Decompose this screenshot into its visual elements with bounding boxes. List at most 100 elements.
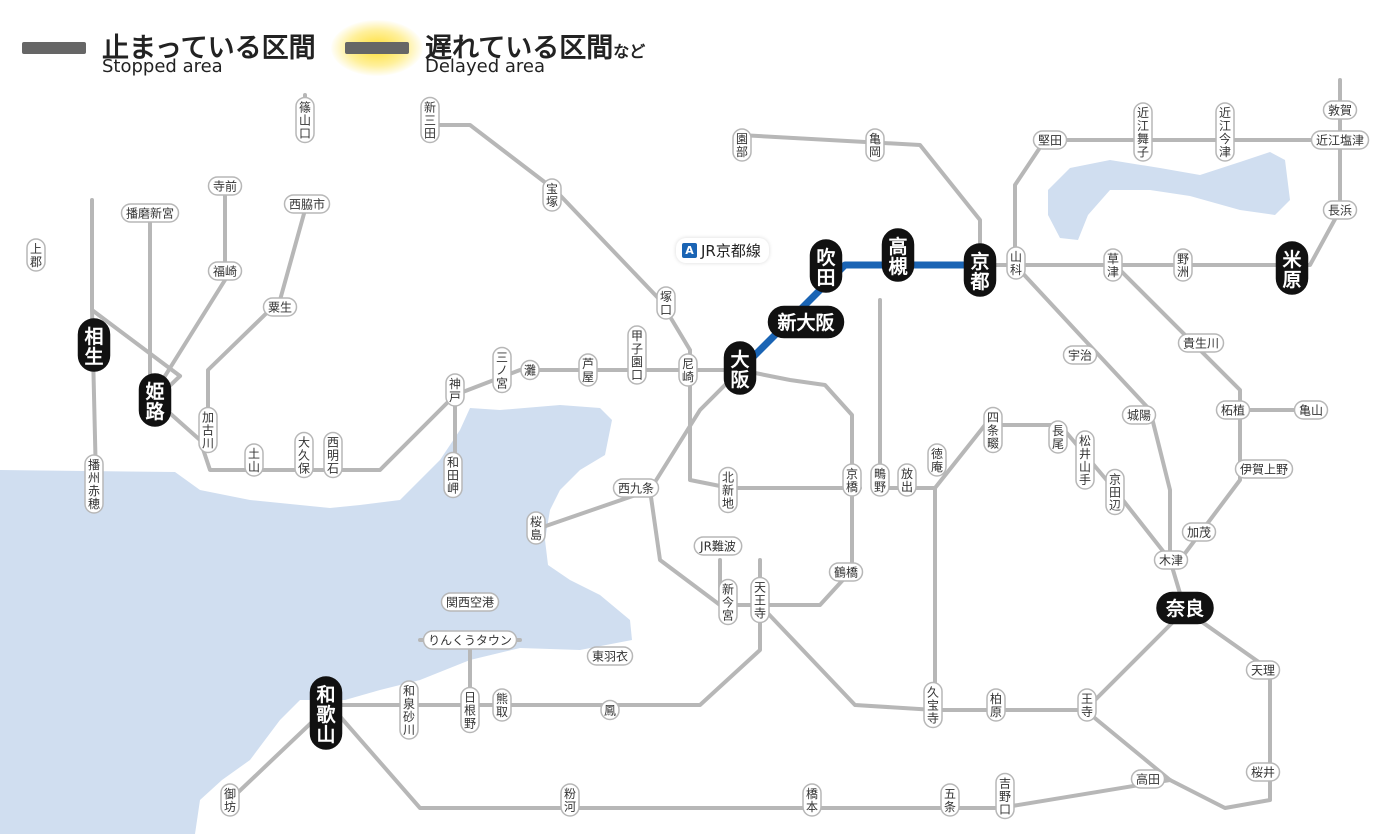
station-joyo[interactable]: 城陽 bbox=[1121, 405, 1157, 425]
station-sonobe[interactable]: 園部 bbox=[732, 128, 752, 162]
station-name: 加茂 bbox=[1187, 525, 1211, 539]
station-takatsuki[interactable]: 高槻 bbox=[881, 228, 915, 282]
station-koshienguchi[interactable]: 甲子園口 bbox=[627, 325, 647, 385]
station-box bbox=[520, 359, 540, 381]
station-otori[interactable]: 鳳 bbox=[600, 699, 620, 721]
station-fukusaki[interactable]: 福崎 bbox=[207, 261, 243, 281]
station-gojo[interactable]: 五条 bbox=[940, 783, 960, 817]
station-nara[interactable]: 奈良 bbox=[1156, 591, 1214, 625]
station-kumatori[interactable]: 熊取 bbox=[492, 688, 512, 722]
station-yoshinoguchi[interactable]: 吉野口 bbox=[995, 772, 1015, 820]
station-nishiwakishi[interactable]: 西脇市 bbox=[283, 194, 331, 214]
station-tsuruhashi[interactable]: 鶴橋 bbox=[828, 562, 864, 582]
station-kitashinchi[interactable]: 北新地 bbox=[718, 466, 738, 514]
station-kameyama[interactable]: 亀山 bbox=[1293, 400, 1329, 420]
station-shigaraki[interactable]: 貴生川 bbox=[1177, 333, 1225, 353]
station-shigino[interactable]: 鴫野 bbox=[870, 463, 890, 497]
station-tokuan[interactable]: 徳庵 bbox=[927, 443, 947, 477]
station-kamo[interactable]: 加茂 bbox=[1181, 522, 1217, 542]
station-shinimamiya[interactable]: 新今宮 bbox=[718, 578, 738, 626]
station-tsuchiyama[interactable]: 土山 bbox=[244, 443, 264, 477]
station-box bbox=[1062, 345, 1098, 365]
station-sakurajima[interactable]: 桜島 bbox=[526, 511, 546, 545]
station-kokawa[interactable]: 粉河 bbox=[560, 783, 580, 817]
station-sasayamaguchi[interactable]: 篠山口 bbox=[295, 96, 315, 144]
station-sakurai[interactable]: 桜井 bbox=[1245, 762, 1281, 782]
station-wadamisaki[interactable]: 和田岬 bbox=[443, 451, 463, 499]
station-nada[interactable]: 灘 bbox=[520, 359, 540, 381]
station-teramae[interactable]: 寺前 bbox=[207, 176, 243, 196]
station-takarazuka[interactable]: 宝塚 bbox=[542, 178, 562, 212]
station-izumisunagawa[interactable]: 和泉砂川 bbox=[399, 680, 419, 740]
station-omishiotsu[interactable]: 近江塩津 bbox=[1310, 130, 1370, 150]
station-kamigori[interactable]: 上郡 bbox=[26, 238, 46, 272]
station-rinkutown[interactable]: りんくうタウン bbox=[422, 630, 518, 650]
station-aioi[interactable]: 相生 bbox=[77, 318, 111, 372]
station-name: 久宝寺 bbox=[927, 686, 939, 726]
station-banshuako[interactable]: 播州赤穂 bbox=[84, 454, 104, 514]
station-himeji[interactable]: 姫路 bbox=[138, 373, 172, 427]
station-box bbox=[1173, 248, 1193, 282]
station-kusatsu[interactable]: 草津 bbox=[1103, 248, 1123, 282]
line-badge[interactable]: A JR京都線 bbox=[676, 238, 769, 263]
station-sannomiya[interactable]: 三ノ宮 bbox=[492, 346, 512, 394]
station-box bbox=[828, 562, 864, 582]
station-yamashina[interactable]: 山科 bbox=[1006, 246, 1026, 280]
station-okubo[interactable]: 大久保 bbox=[294, 431, 314, 479]
station-kyotanabe[interactable]: 京田辺 bbox=[1105, 468, 1125, 516]
station-nishiakashi[interactable]: 西明石 bbox=[323, 431, 343, 479]
station-tsuruga[interactable]: 敦賀 bbox=[1322, 100, 1358, 120]
station-harimashingu[interactable]: 播磨新宮 bbox=[120, 203, 180, 223]
station-nagahama[interactable]: 長浜 bbox=[1322, 200, 1358, 220]
station-omimaiko[interactable]: 近江舞子 bbox=[1133, 102, 1153, 162]
station-oji[interactable]: 王寺 bbox=[1077, 688, 1097, 722]
station-takada[interactable]: 高田 bbox=[1130, 769, 1166, 789]
station-kobe[interactable]: 神戸 bbox=[445, 373, 465, 407]
station-shinosaka[interactable]: 新大阪 bbox=[767, 305, 845, 339]
track-segment bbox=[228, 603, 762, 802]
station-maibara[interactable]: 米原 bbox=[1275, 241, 1309, 295]
station-osaka[interactable]: 大阪 bbox=[723, 341, 757, 395]
station-tenri[interactable]: 天理 bbox=[1245, 660, 1281, 680]
station-box bbox=[767, 305, 845, 339]
station-shinsanda[interactable]: 新三田 bbox=[420, 96, 440, 144]
station-igaueno[interactable]: 伊賀上野 bbox=[1234, 459, 1294, 479]
station-tsukaguchi[interactable]: 塚口 bbox=[656, 286, 676, 320]
station-suita[interactable]: 吹田 bbox=[809, 239, 843, 293]
station-tennoji[interactable]: 天王寺 bbox=[750, 576, 770, 624]
station-katata[interactable]: 堅田 bbox=[1032, 130, 1068, 150]
station-amagasaki[interactable]: 尼崎 bbox=[678, 353, 698, 387]
station-matsuiyamate[interactable]: 松井山手 bbox=[1075, 430, 1095, 490]
station-hashimoto[interactable]: 橋本 bbox=[802, 783, 822, 817]
station-name: 芦屋 bbox=[582, 357, 594, 384]
station-name: 桜井 bbox=[1251, 765, 1275, 779]
station-uji[interactable]: 宇治 bbox=[1062, 345, 1098, 365]
station-tsuge[interactable]: 柘植 bbox=[1215, 400, 1251, 420]
legend-delayed-jp: 遅れている区間など bbox=[425, 26, 645, 65]
station-omiimazu[interactable]: 近江今津 bbox=[1215, 102, 1235, 162]
station-kashiwara[interactable]: 柏原 bbox=[986, 688, 1006, 722]
station-higashihagoromo[interactable]: 東羽衣 bbox=[586, 646, 634, 666]
station-kameoka[interactable]: 亀岡 bbox=[865, 128, 885, 162]
station-gobo[interactable]: 御坊 bbox=[220, 783, 240, 817]
station-shijonawate[interactable]: 四条畷 bbox=[983, 406, 1003, 454]
station-kizu[interactable]: 木津 bbox=[1153, 550, 1189, 570]
station-wakayama[interactable]: 和歌山 bbox=[309, 676, 343, 750]
station-kyuhoji[interactable]: 久宝寺 bbox=[923, 681, 943, 729]
station-ashiya[interactable]: 芦屋 bbox=[578, 353, 598, 387]
station-kyoto[interactable]: 京都 bbox=[963, 243, 997, 297]
station-box bbox=[443, 451, 463, 499]
station-kakogawa[interactable]: 加古川 bbox=[198, 406, 218, 454]
station-nagao[interactable]: 長尾 bbox=[1048, 420, 1068, 454]
station-kansaiairport[interactable]: 関西空港 bbox=[440, 592, 500, 612]
station-yanase[interactable]: 粟生 bbox=[262, 297, 298, 317]
station-box bbox=[586, 646, 634, 666]
station-nishikujo[interactable]: 西九条 bbox=[612, 478, 660, 498]
station-yasu[interactable]: 野洲 bbox=[1173, 248, 1193, 282]
delayed-swatch bbox=[345, 42, 409, 54]
station-kyobashi[interactable]: 京橋 bbox=[842, 463, 862, 497]
station-jrnamba[interactable]: JR難波 bbox=[693, 536, 743, 556]
station-hanaten[interactable]: 放出 bbox=[897, 463, 917, 497]
station-name: 寺前 bbox=[213, 178, 237, 193]
station-hineno[interactable]: 日根野 bbox=[460, 686, 480, 734]
